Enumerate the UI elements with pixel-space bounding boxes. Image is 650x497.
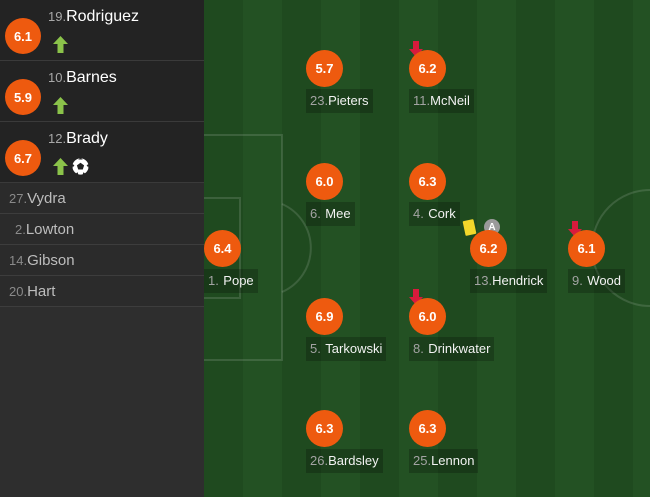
player-number: 11. — [413, 93, 431, 108]
rating-badge: 6.0 — [306, 163, 343, 200]
player-number: 6. — [310, 206, 321, 221]
rating-badge: 5.9 — [5, 79, 41, 115]
player-label: 26.Bardsley — [306, 449, 383, 473]
player-marker[interactable]: 6.2 11.McNeil — [409, 41, 519, 114]
rating-badge: 6.0 — [409, 298, 446, 335]
rating-badge: 5.7 — [306, 50, 343, 87]
substitute-row[interactable]: 6.1 19.Rodriguez — [0, 0, 204, 61]
player-name: Vydra — [27, 190, 66, 207]
player-marker[interactable]: 6.0 6. Mee — [306, 163, 416, 227]
player-label: 25.Lennon — [409, 449, 479, 473]
player-number: 12. — [48, 131, 67, 146]
player-number-and-name: 10.Barnes — [48, 69, 117, 87]
player-name: Drinkwater — [428, 341, 491, 356]
rating-badge: 6.1 — [5, 18, 41, 54]
event-icons — [53, 95, 68, 115]
player-name: Cork — [428, 206, 456, 221]
player-marker[interactable]: 6.0 8. Drinkwater — [409, 289, 519, 362]
bench-row[interactable]: 27.Vydra — [0, 183, 204, 214]
player-label: 5. Tarkowski — [306, 337, 387, 361]
player-number: 10. — [48, 70, 67, 85]
rating-badge: 6.2 — [409, 50, 446, 87]
sub-in-icon — [53, 35, 68, 53]
player-number: 26. — [310, 453, 329, 468]
player-name: Brady — [66, 130, 108, 147]
player-label: 23.Pieters — [306, 89, 373, 113]
player-marker[interactable]: 6.3 25.Lennon — [409, 410, 519, 474]
bench-row[interactable]: 2.Lowton — [0, 214, 204, 245]
player-label: 6. Mee — [306, 202, 355, 226]
player-label: 1. Pope — [204, 269, 258, 293]
pitch: 6.4 1. Pope 5.7 23.Pieters 6.2 11.McNeil… — [204, 0, 650, 497]
player-number-and-name: 12.Brady — [48, 130, 108, 148]
player-number: 20. — [9, 284, 28, 299]
player-number: 14. — [9, 253, 28, 268]
player-number: 5. — [310, 341, 321, 356]
player-marker[interactable]: 6.3 26.Bardsley — [306, 410, 416, 474]
sidebar: 6.1 19.Rodriguez 5.9 10.Barnes 6.7 12.Br… — [0, 0, 204, 497]
player-label: 4. Cork — [409, 202, 460, 226]
goal-icon — [71, 156, 90, 176]
player-name: Pope — [223, 273, 254, 288]
player-number-and-name: 19.Rodriguez — [48, 8, 139, 26]
rating-badge: 6.3 — [306, 410, 343, 447]
player-name: Lowton — [25, 221, 75, 238]
player-number: 23. — [310, 93, 329, 108]
player-marker[interactable]: 6.9 5. Tarkowski — [306, 298, 416, 362]
player-label: 9. Wood — [568, 269, 626, 293]
player-marker[interactable]: 6.4 1. Pope — [204, 230, 314, 294]
player-name: Pieters — [328, 93, 369, 108]
player-name: Bardsley — [328, 453, 379, 468]
player-label: 13.Hendrick — [470, 269, 548, 293]
player-number: 2. — [15, 222, 26, 237]
player-name: Rodriguez — [66, 8, 140, 25]
rating-badge: 6.1 — [568, 230, 605, 267]
rating-badge: 6.3 — [409, 410, 446, 447]
player-number: 13. — [474, 273, 493, 288]
player-number-and-name: 27.Vydra — [9, 190, 66, 207]
substitute-row[interactable]: 5.9 10.Barnes — [0, 61, 204, 122]
player-name: Hendrick — [492, 273, 544, 288]
rating-badge: 6.4 — [204, 230, 241, 267]
rating-badge: 6.9 — [306, 298, 343, 335]
player-marker[interactable]: A 6.2 13.Hendrick — [462, 219, 580, 294]
sub-in-icon — [53, 157, 68, 175]
bench-row[interactable]: 14.Gibson — [0, 245, 204, 276]
player-number-and-name: 20.Hart — [9, 283, 55, 300]
player-number: 25. — [413, 453, 432, 468]
player-marker[interactable]: 5.7 23.Pieters — [306, 50, 416, 114]
player-marker[interactable]: 6.3 4. Cork — [409, 163, 519, 227]
player-name: Gibson — [27, 252, 75, 269]
player-marker[interactable]: 6.1 9. Wood — [568, 221, 650, 294]
player-number: 19. — [48, 9, 67, 24]
player-number: 1. — [208, 273, 219, 288]
player-label: 11.McNeil — [409, 89, 474, 113]
rating-badge: 6.3 — [409, 163, 446, 200]
event-icons — [53, 34, 68, 54]
rating-badge: 6.7 — [5, 140, 41, 176]
event-icons — [53, 156, 90, 176]
player-name: Mee — [325, 206, 351, 221]
player-name: Barnes — [66, 69, 117, 86]
player-number: 27. — [9, 191, 28, 206]
player-number: 4. — [413, 206, 424, 221]
player-number-and-name: 2.Lowton — [15, 221, 74, 238]
player-name: Wood — [587, 273, 622, 288]
substitute-row[interactable]: 6.7 12.Brady — [0, 122, 204, 183]
player-label: 8. Drinkwater — [409, 337, 495, 361]
player-number: 9. — [572, 273, 583, 288]
player-name: McNeil — [430, 93, 470, 108]
sub-in-icon — [53, 96, 68, 114]
player-number: 8. — [413, 341, 424, 356]
player-name: Tarkowski — [325, 341, 383, 356]
player-name: Lennon — [431, 453, 475, 468]
bench-row[interactable]: 20.Hart — [0, 276, 204, 307]
rating-badge: 6.2 — [470, 230, 507, 267]
player-number-and-name: 14.Gibson — [9, 252, 75, 269]
player-name: Hart — [27, 283, 56, 300]
